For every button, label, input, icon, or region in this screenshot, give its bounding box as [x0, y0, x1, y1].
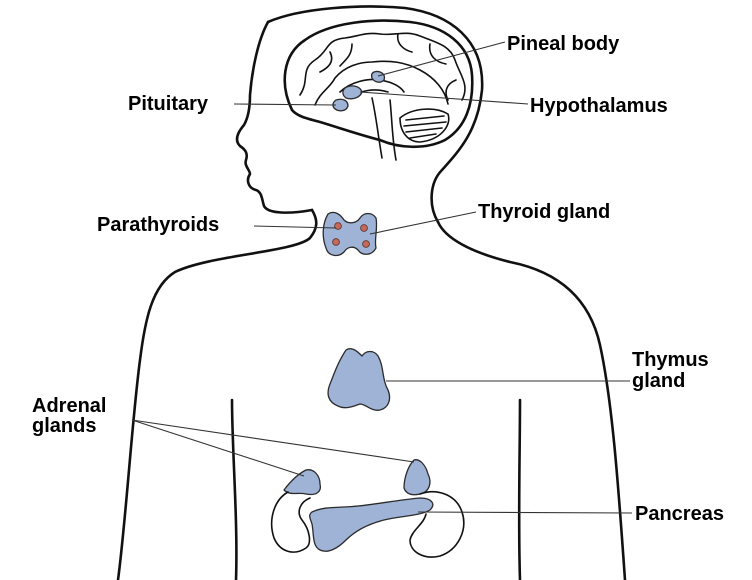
label-pituitary: Pituitary	[128, 93, 209, 115]
leader-lines	[131, 41, 633, 514]
adrenal-gland-left	[283, 469, 322, 496]
body-outline	[116, 5, 627, 580]
labels: Pineal body Pituitary Hypothalamus Parat…	[32, 33, 724, 525]
pancreas	[309, 497, 434, 552]
label-thyroid-gland: Thyroid gland	[478, 201, 610, 223]
label-parathyroids: Parathyroids	[97, 214, 219, 236]
label-thymus-gland-line1: Thymus	[632, 349, 709, 371]
parathyroid-dot	[334, 222, 342, 230]
label-hypothalamus: Hypothalamus	[530, 95, 668, 117]
parathyroid-dot	[362, 240, 370, 248]
adrenal-gland-right	[403, 459, 431, 496]
thyroid-gland	[322, 211, 378, 257]
brain	[283, 19, 474, 161]
thymus-gland	[327, 348, 391, 411]
label-adrenal-glands-line1: Adrenal	[32, 395, 106, 417]
glands	[270, 70, 465, 558]
label-pineal-body: Pineal body	[507, 33, 620, 55]
parathyroid-dot	[360, 224, 368, 232]
hypothalamus-gland	[342, 85, 363, 100]
label-adrenal-glands-line2: glands	[32, 415, 96, 437]
parathyroid-dot	[332, 238, 340, 246]
pineal-body-gland	[370, 70, 386, 83]
label-pancreas: Pancreas	[635, 503, 724, 525]
label-thymus-gland-line2: gland	[632, 370, 685, 392]
pituitary-gland	[332, 98, 349, 112]
